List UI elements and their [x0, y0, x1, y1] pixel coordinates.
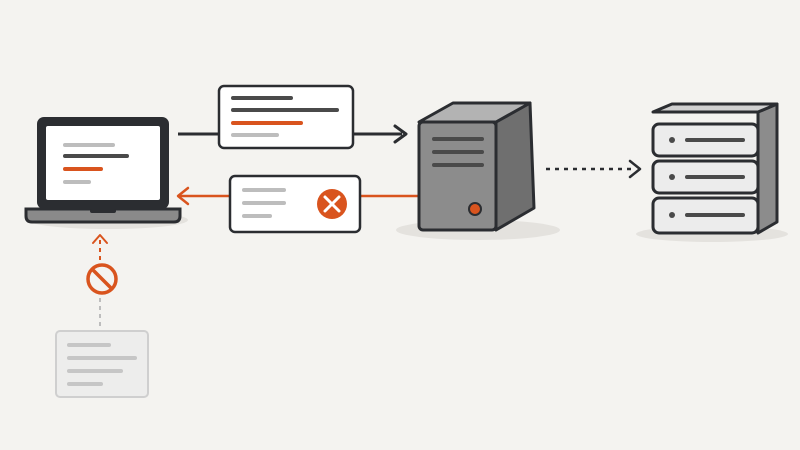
rack-side	[756, 102, 779, 235]
dotted-arrowhead	[628, 159, 642, 179]
server-side	[494, 101, 536, 232]
arrow-left-icon	[176, 186, 190, 206]
prohibited-icon	[86, 263, 118, 295]
request-flow	[178, 84, 408, 150]
server-vent	[432, 163, 484, 167]
screen-line	[63, 143, 115, 147]
server-vent	[432, 137, 484, 141]
blocked-path	[55, 234, 149, 398]
unit-led	[669, 212, 675, 218]
screen-line	[63, 180, 91, 184]
backend-link	[546, 159, 642, 179]
ghost-line	[67, 369, 123, 373]
ghost-line	[67, 382, 103, 386]
card-line	[231, 121, 303, 125]
laptop-notch	[90, 209, 116, 213]
rack-top	[651, 102, 779, 114]
screen-line	[63, 154, 129, 158]
unit-slot	[685, 138, 745, 142]
arrow-right-icon	[393, 124, 408, 144]
error-response-flow	[176, 174, 418, 234]
card-line	[242, 188, 286, 192]
blocked-arrowhead	[92, 234, 108, 244]
rack-unit	[651, 196, 760, 235]
laptop-icon	[24, 117, 188, 229]
rack-unit	[651, 122, 760, 158]
screen-line	[63, 167, 103, 171]
ghost-line	[67, 343, 111, 347]
laptop-base	[24, 207, 182, 224]
unit-slot	[685, 213, 745, 217]
server-rack-icon	[636, 102, 788, 242]
server-vent	[432, 150, 484, 154]
card-line	[231, 133, 279, 137]
unit-led	[669, 174, 675, 180]
request-card	[217, 84, 355, 150]
card-line	[242, 214, 272, 218]
laptop-screen	[46, 126, 160, 200]
rack-unit	[651, 159, 760, 195]
unit-slot	[685, 175, 745, 179]
x-circle-icon	[317, 189, 347, 219]
power-led	[468, 202, 482, 216]
card-line	[231, 96, 293, 100]
unit-led	[669, 137, 675, 143]
card-line	[242, 201, 286, 205]
ghost-card	[55, 330, 149, 398]
server-tower-icon	[396, 101, 560, 240]
card-line	[231, 108, 339, 112]
ghost-line	[67, 356, 137, 360]
